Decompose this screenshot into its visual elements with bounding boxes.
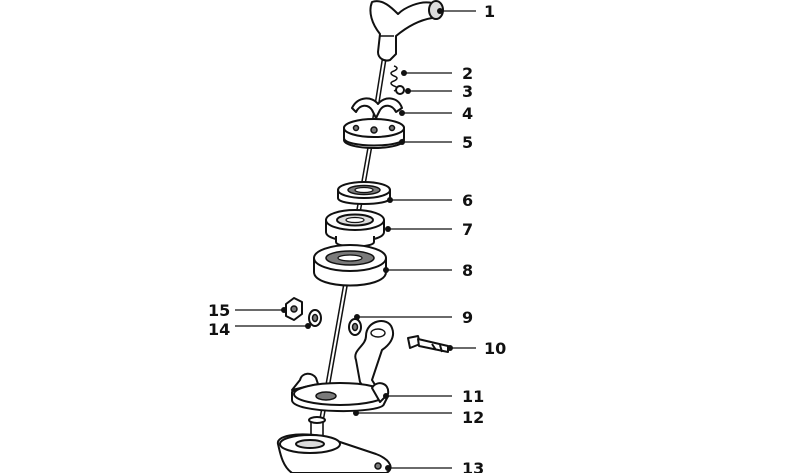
callout-5: 5	[399, 133, 473, 152]
part-11-12-base-plate	[291, 372, 390, 413]
part-5-flange-plate	[343, 118, 405, 149]
part-6-bearing-ring	[337, 181, 391, 205]
part-7-bearing-housing	[325, 209, 385, 248]
part-1-shift-knob	[369, 0, 444, 62]
callout-label-12: 12	[462, 408, 484, 427]
callout-1: 1	[437, 2, 495, 21]
callout-13: 13	[385, 459, 484, 473]
callout-label-6: 6	[462, 191, 473, 210]
callout-8: 8	[383, 261, 473, 280]
callout-label-9: 9	[462, 308, 473, 327]
callout-3: 3	[405, 82, 473, 101]
callout-label-14: 14	[208, 320, 230, 339]
callout-label-7: 7	[462, 220, 473, 239]
callout-label-5: 5	[462, 133, 473, 152]
callout-label-13: 13	[462, 459, 484, 473]
callout-label-3: 3	[462, 82, 473, 101]
callout-label-1: 1	[484, 2, 495, 21]
part-4-clip	[351, 97, 403, 119]
part-8-rubber-ring	[313, 244, 387, 287]
callout-14: 14	[208, 320, 311, 339]
callout-10: 10	[447, 339, 506, 358]
callout-label-11: 11	[462, 387, 484, 406]
callout-label-4: 4	[462, 104, 473, 123]
callout-label-2: 2	[462, 64, 473, 83]
callout-9: 9	[354, 308, 473, 327]
part-9-washer	[348, 318, 362, 336]
callout-11: 11	[383, 387, 484, 406]
callout-4: 4	[399, 104, 473, 123]
part-10-bolt	[407, 335, 449, 353]
callout-7: 7	[385, 220, 473, 239]
callout-2: 2	[401, 64, 473, 83]
callout-label-15: 15	[208, 301, 230, 320]
part-15-hex-nut	[285, 297, 303, 321]
callout-15: 15	[208, 301, 287, 320]
part-14-washer	[308, 309, 322, 327]
part-13-lower-lever	[276, 416, 392, 473]
bracket-arm	[354, 320, 394, 401]
callout-6: 6	[387, 191, 473, 210]
callout-label-10: 10	[484, 339, 506, 358]
part-3-ball	[395, 85, 405, 95]
callout-label-8: 8	[462, 261, 473, 280]
part-2-spring	[390, 65, 398, 92]
callout-12: 12	[353, 408, 484, 427]
